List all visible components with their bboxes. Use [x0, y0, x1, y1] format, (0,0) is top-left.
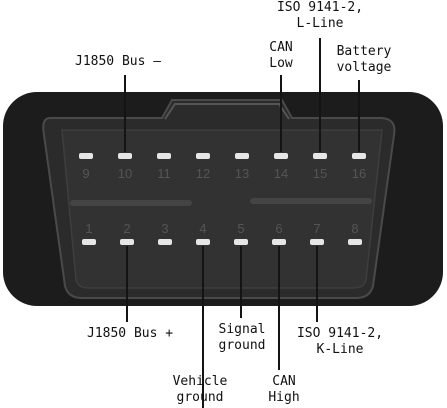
pin-8 — [348, 239, 362, 245]
pin-number-9: 9 — [82, 166, 89, 181]
label-vehicle-ground: Vehicle ground — [172, 374, 228, 405]
pin-12 — [196, 153, 210, 159]
label-iso-l-line: ISO 9141-2, L-Line — [276, 0, 364, 31]
pin-2 — [120, 239, 134, 245]
label-iso-k-line: ISO 9141-2, K-Line — [296, 326, 384, 357]
pin-number-10: 10 — [118, 166, 132, 181]
pin-number-11: 11 — [157, 166, 171, 181]
pin-14 — [274, 153, 288, 159]
connector-notch — [164, 103, 290, 120]
pin-9 — [79, 153, 93, 159]
label-can-low: CAN Low — [269, 40, 293, 71]
pin-6 — [272, 239, 286, 245]
pin-16 — [352, 153, 366, 159]
pin-number-5: 5 — [237, 221, 244, 236]
label-battery-voltage: Battery voltage — [336, 44, 392, 75]
pin-number-12: 12 — [196, 166, 210, 181]
label-j1850-bus-plus: J1850 Bus + — [87, 326, 174, 341]
pin-number-1: 1 — [85, 221, 92, 236]
pin-4 — [196, 239, 210, 245]
pin-number-16: 16 — [352, 166, 366, 181]
pin-number-3: 3 — [161, 221, 168, 236]
label-signal-ground: Signal ground — [218, 322, 266, 353]
pin-number-14: 14 — [274, 166, 288, 181]
label-j1850-bus-minus: J1850 Bus – — [75, 54, 162, 69]
label-can-high: CAN High — [268, 374, 300, 405]
pin-3 — [158, 239, 172, 245]
pin-1 — [82, 239, 96, 245]
pin-15 — [313, 153, 327, 159]
pin-13 — [235, 153, 249, 159]
connector-socket — [61, 129, 383, 289]
pin-number-6: 6 — [275, 221, 282, 236]
pin-number-4: 4 — [199, 221, 206, 236]
row-divider-left — [70, 200, 192, 206]
pin-5 — [234, 239, 248, 245]
pin-11 — [157, 153, 171, 159]
pin-number-8: 8 — [351, 221, 358, 236]
pin-number-7: 7 — [313, 221, 320, 236]
pin-10 — [118, 153, 132, 159]
pin-number-13: 13 — [235, 166, 249, 181]
row-divider-right — [250, 198, 372, 204]
pin-number-15: 15 — [313, 166, 327, 181]
pin-number-2: 2 — [123, 221, 130, 236]
pin-7 — [310, 239, 324, 245]
